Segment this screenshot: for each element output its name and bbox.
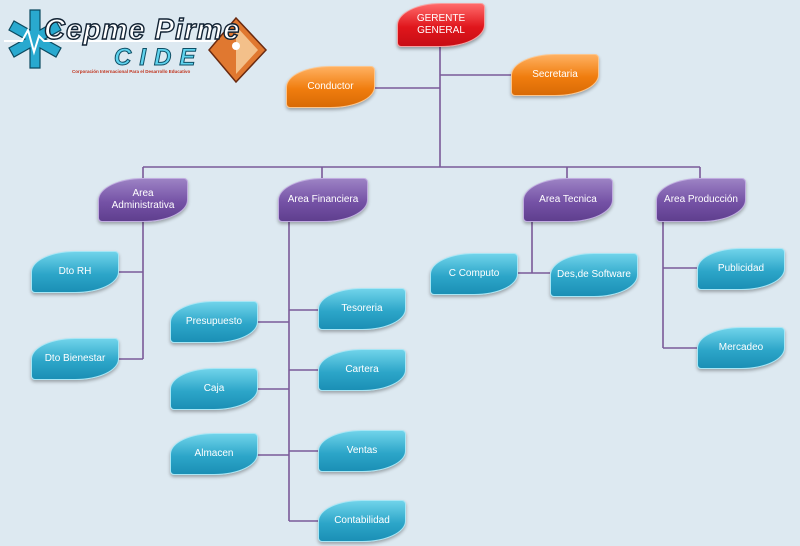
node-area-tecnica[interactable]: Area Tecnica — [523, 178, 613, 222]
node-area-produccion[interactable]: Area Producción — [656, 178, 746, 222]
node-dto-rh[interactable]: Dto RH — [31, 251, 119, 293]
node-area-administrativa[interactable]: Area Administrativa — [98, 178, 188, 222]
node-caja[interactable]: Caja — [170, 368, 258, 410]
logo-tagline: Corporación Internacional Para el Desarr… — [72, 69, 191, 74]
node-conductor[interactable]: Conductor — [286, 66, 375, 108]
logo-subtitle: CIDE — [113, 44, 204, 72]
caduceus-star-icon — [4, 9, 268, 84]
node-dto-bienestar[interactable]: Dto Bienestar — [31, 338, 119, 380]
company-logo: Cepme Pirme CIDE Corporación Internacion… — [4, 8, 269, 90]
node-des-software[interactable]: Des,de Software — [550, 253, 638, 297]
node-secretaria[interactable]: Secretaria — [511, 54, 599, 96]
node-c-computo[interactable]: C Computo — [430, 253, 518, 295]
node-ventas[interactable]: Ventas — [318, 430, 406, 472]
node-contabilidad[interactable]: Contabilidad — [318, 500, 406, 542]
node-almacen[interactable]: Almacen — [170, 433, 258, 475]
node-gerente-general[interactable]: GERENTE GENERAL — [397, 3, 485, 47]
node-publicidad[interactable]: Publicidad — [697, 248, 785, 290]
logo-title: Cepme Pirme — [43, 13, 241, 46]
node-mercadeo[interactable]: Mercadeo — [697, 327, 785, 369]
node-presupuesto[interactable]: Presupuesto — [170, 301, 258, 343]
node-tesoreria[interactable]: Tesoreria — [318, 288, 406, 330]
node-cartera[interactable]: Cartera — [318, 349, 406, 391]
node-area-financiera[interactable]: Area Financiera — [278, 178, 368, 222]
